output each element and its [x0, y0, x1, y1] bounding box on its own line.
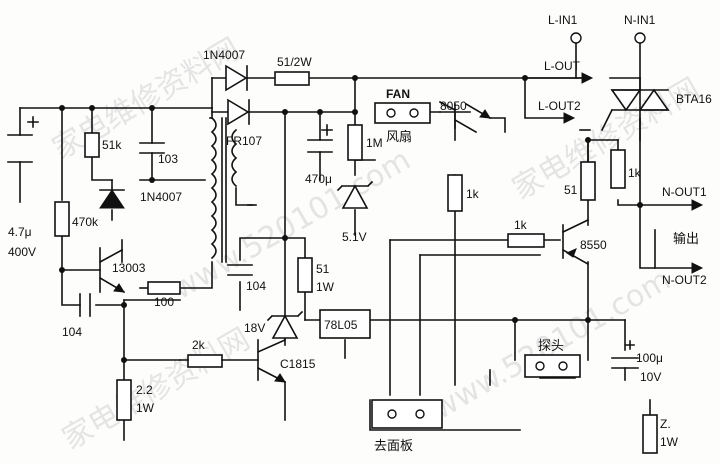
label-n-in1: N-IN1	[624, 13, 656, 27]
label-d-1n4007-a: 1N4007	[203, 48, 245, 62]
triac-bta16	[600, 77, 670, 132]
label-triac: BTA16	[676, 92, 712, 106]
label-r-1k-b: 1k	[514, 218, 528, 232]
label-r-2-2-w: 1W	[136, 401, 155, 415]
diode-fr107	[211, 98, 250, 126]
transistor-8050	[438, 100, 492, 134]
probe-connector	[524, 354, 581, 378]
panel-pin-2	[415, 409, 425, 419]
label-n-out2: N-OUT2	[662, 273, 707, 287]
label-r-z: Z.	[660, 417, 671, 431]
label-sensor: 去面板	[374, 439, 413, 454]
zener-5v1	[336, 180, 374, 209]
label-r-470k: 470k	[72, 215, 99, 229]
label-reg: 78L05	[324, 318, 358, 332]
label-r-1k-a: 1k	[466, 187, 480, 201]
label-d-1n4007-b: 1N4007	[140, 190, 182, 204]
transistor-13003	[98, 239, 126, 294]
label-l-in1: L-IN1	[548, 13, 578, 27]
label-out-cn: 输出	[673, 231, 699, 247]
watermark-cn-2: 家电维修资料网	[57, 322, 256, 457]
capacitor-103	[139, 142, 165, 154]
capacitor-470u	[307, 124, 333, 153]
label-q-8550: 8550	[580, 238, 607, 252]
resistor-bottom-right	[642, 414, 658, 454]
label-l-out: L-OUT	[544, 59, 581, 73]
label-r-1k-c: 1k	[628, 166, 642, 180]
resistor-1k-b	[507, 233, 545, 248]
label-r-51-out: 51	[564, 183, 578, 197]
label-n-out1: N-OUT1	[662, 185, 707, 199]
label-q-c1815: C1815	[280, 357, 316, 371]
resistor-51-2w	[274, 71, 310, 86]
terminal-n-in1	[634, 32, 646, 44]
label-c-470: 470μ	[305, 172, 332, 186]
capacitor-104-b	[227, 264, 253, 276]
regulator-78l05	[319, 309, 371, 339]
resistor-1k-a	[447, 174, 463, 212]
panel-connector	[371, 399, 443, 429]
label-c-100-v: 10V	[640, 370, 661, 384]
transformer	[210, 116, 257, 263]
fan-connector	[374, 102, 431, 124]
diode-1n4007-upper	[225, 64, 248, 92]
label-r-100: 100	[154, 295, 174, 309]
resistor-2k	[187, 354, 223, 368]
capacitor-100u	[611, 340, 639, 381]
resistor-51-1w	[297, 257, 313, 293]
label-r-51k: 51k	[102, 138, 122, 152]
diode-1n4007-lower	[99, 179, 125, 221]
label-l-out2: L-OUT2	[538, 99, 581, 113]
l-out2-arrow	[563, 112, 576, 124]
label-z-5v1: 5.1V	[342, 230, 367, 244]
label-c-104a: 104	[62, 325, 82, 339]
fan-pin-1	[386, 108, 396, 118]
label-r-z-w: 1W	[660, 435, 679, 449]
label-r-51-2w: 51/2W	[277, 55, 312, 69]
label-fan-cn: 风扇	[386, 129, 412, 145]
label-q-13003: 13003	[112, 261, 146, 275]
label-r-51-1w: 51	[316, 262, 330, 276]
n-out1-arrow	[691, 199, 704, 211]
watermark-url-1: www.520101.com	[167, 142, 417, 307]
transistor-c1815	[256, 337, 287, 421]
zener-18v	[266, 310, 304, 339]
label-r-2-2: 2.2	[136, 383, 153, 397]
capacitor-104-a	[79, 293, 91, 317]
transistor-8550	[561, 218, 590, 266]
label-probe: 探头	[538, 339, 564, 354]
label-r-51-1w-w: 1W	[316, 280, 335, 294]
resistor-470k	[54, 201, 70, 237]
label-r-2k: 2k	[192, 338, 206, 352]
resistor-100	[147, 281, 181, 295]
label-c-100: 100μ	[636, 351, 663, 365]
resistor-2-2	[116, 379, 132, 421]
resistor-1m	[347, 124, 363, 161]
label-c-in: 4.7μ	[8, 225, 32, 239]
panel-pin-1	[387, 409, 397, 419]
l-out-arrow	[581, 72, 594, 84]
capacitor-4-7u	[7, 116, 39, 163]
n-out2-arrow	[691, 262, 704, 274]
label-c-103: 103	[158, 152, 178, 166]
label-q-8050: 8050	[440, 99, 467, 113]
label-fan: FAN	[386, 87, 410, 101]
label-z-18v: 18V	[244, 321, 265, 335]
resistor-51k	[84, 132, 100, 158]
label-c-104b: 104	[246, 279, 266, 293]
terminal-l-in1	[570, 32, 582, 44]
label-c-in-v: 400V	[8, 245, 36, 259]
resistor-51-out	[580, 161, 596, 201]
label-r-1m: 1M	[366, 136, 383, 150]
probe-pin-2	[558, 361, 568, 371]
probe-pin-1	[535, 361, 545, 371]
junctions	[59, 75, 643, 363]
resistor-1k-c	[610, 149, 626, 189]
fan-pin-2	[409, 108, 419, 118]
